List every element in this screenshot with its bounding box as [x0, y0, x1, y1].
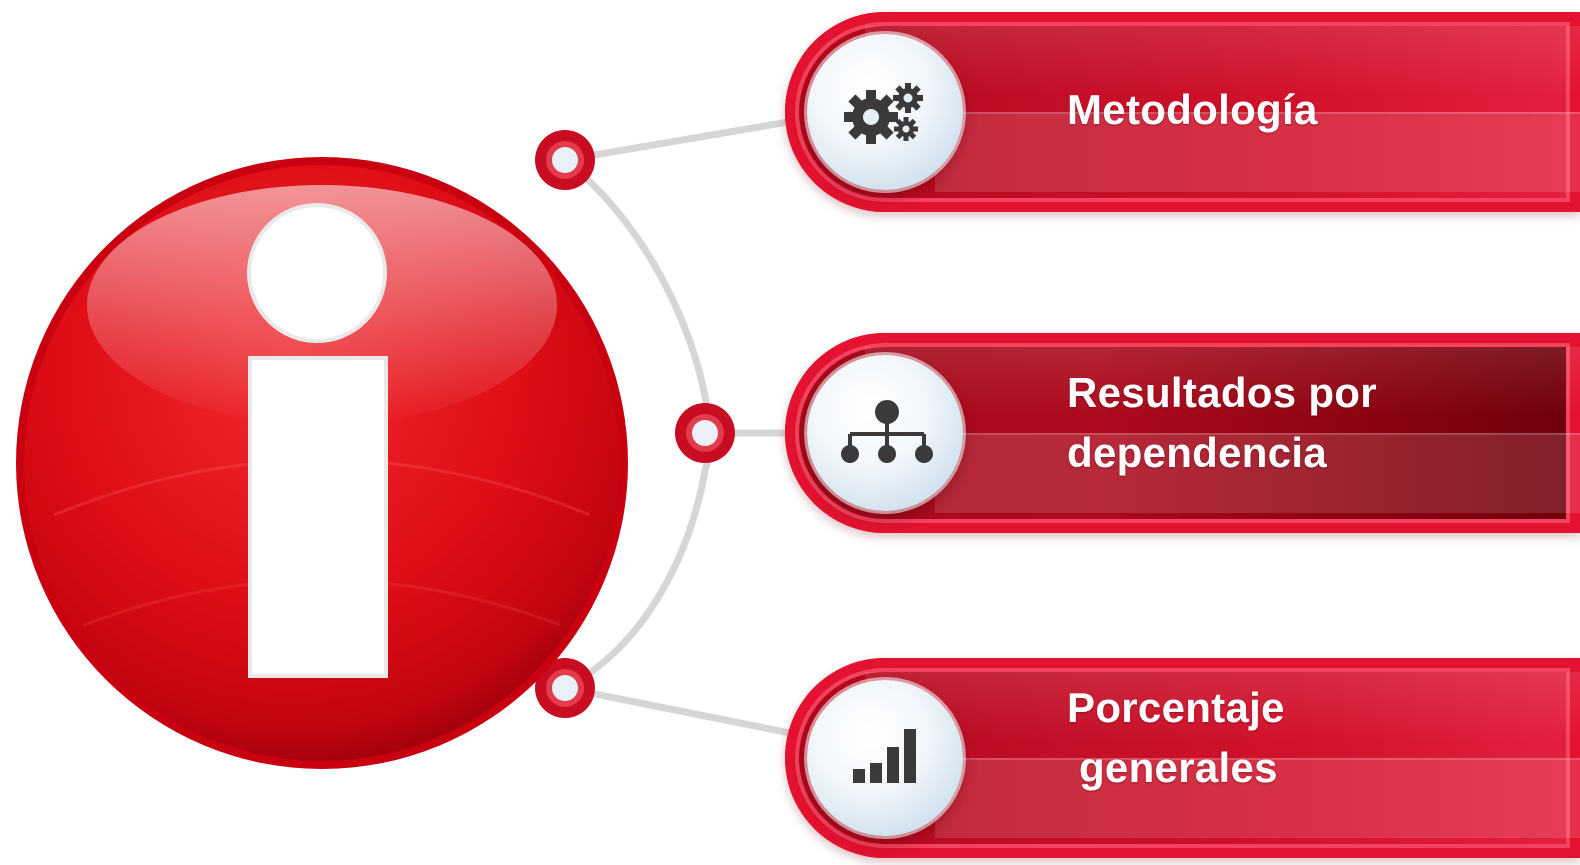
gears-icon	[844, 83, 923, 144]
icon-badge	[807, 680, 963, 836]
pill-sheen	[935, 433, 1580, 513]
item-label: Resultados por dependencia	[1067, 363, 1377, 483]
pill-sheen-top	[865, 347, 1580, 417]
label-line: Metodología	[1067, 86, 1318, 133]
connector-line-1	[564, 116, 801, 164]
icon-badge	[807, 355, 963, 511]
info-icon	[16, 157, 628, 769]
label-line: generales	[1067, 744, 1278, 791]
item-resultados-por-dependencia[interactable]: Resultados por dependencia	[785, 333, 1580, 533]
item-porcentaje-generales[interactable]: Porcentaje generales	[785, 658, 1580, 858]
item-label: Metodología	[1067, 80, 1318, 140]
connector-line-3	[564, 684, 801, 739]
connector-node-1	[535, 130, 595, 190]
item-metodologia[interactable]: Metodología	[785, 12, 1580, 212]
item-label: Porcentaje generales	[1067, 678, 1285, 798]
connector-arc	[562, 157, 714, 692]
pill-sheen	[935, 112, 1580, 192]
label-line: dependencia	[1067, 429, 1328, 476]
pill-sheen-top	[865, 26, 1580, 96]
bar-chart-icon	[853, 729, 916, 783]
pill-sheen	[935, 758, 1580, 838]
label-line: Porcentaje	[1067, 684, 1285, 731]
pill-sheen-top	[865, 672, 1580, 742]
hierarchy-icon	[841, 400, 933, 463]
label-line: Resultados por	[1067, 369, 1377, 416]
connector-node-3	[535, 658, 595, 718]
icon-badge	[807, 34, 963, 190]
connector-node-2	[675, 403, 735, 463]
